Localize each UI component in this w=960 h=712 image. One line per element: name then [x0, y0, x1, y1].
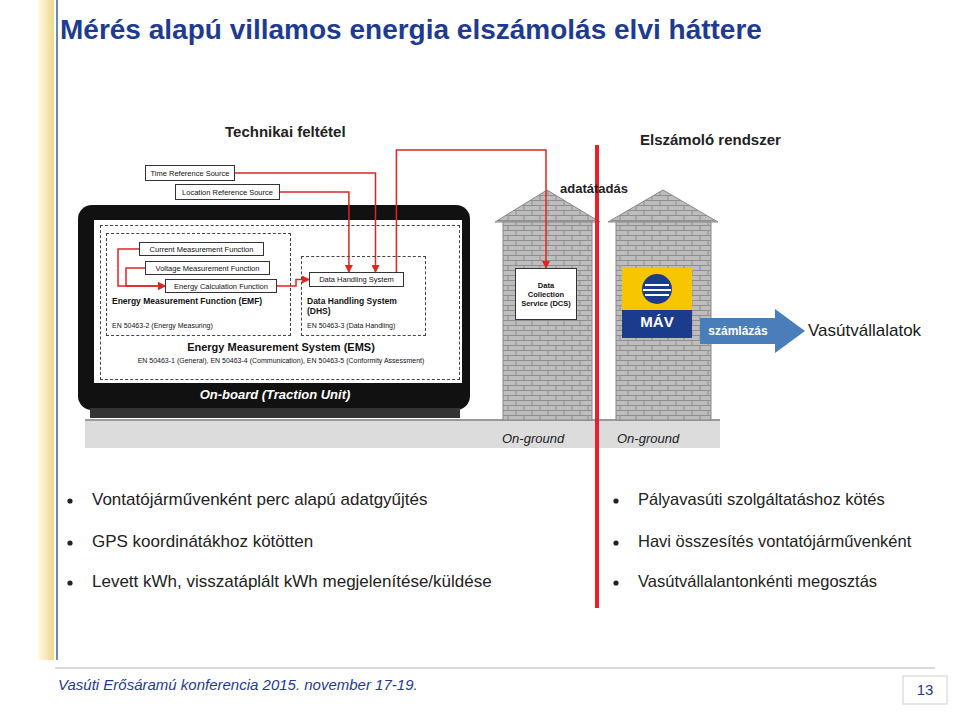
node-label: Data Collection Service (DCS)	[519, 281, 573, 308]
bullet-text: Levett kWh, visszatáplált kWh megjelenít…	[92, 572, 492, 592]
slide-title: Mérés alapú villamos energia elszámolás …	[60, 12, 762, 47]
reference-box: Time Reference Source	[145, 165, 235, 181]
function-box: Energy Calculation Function	[165, 279, 277, 293]
logo-bottom	[622, 310, 692, 338]
logo-top	[622, 268, 692, 310]
node-note: EN 50463-3 (Data Handling)	[307, 322, 422, 330]
node-label: Location Reference Source	[182, 188, 273, 197]
house-wall	[616, 222, 711, 420]
node-label: Voltage Measurement Function	[156, 264, 260, 273]
bullet-text: Pályavasúti szolgáltatáshoz kötés	[638, 490, 885, 510]
page-number-frame	[903, 676, 947, 704]
bullet-text: Vasútvállalantonkénti megosztás	[638, 572, 877, 592]
node-note: EN 50463-1 (General), EN 50463-4 (Commun…	[105, 357, 457, 365]
bullet-text: GPS koordinátákhoz kötötten	[92, 532, 313, 552]
side-line	[56, 0, 58, 660]
page-number: 13	[903, 681, 947, 699]
function-box: Data Handling System	[309, 272, 404, 287]
edge-label: számlázás	[708, 324, 767, 338]
function-box: Voltage Measurement Function	[145, 261, 270, 275]
node-label: Vasútvállalatok	[808, 321, 921, 341]
node-heading: Energy Measurement System (EMS)	[111, 341, 451, 354]
section-heading: Elszámoló rendszer	[640, 131, 781, 149]
node-label: Time Reference Source	[151, 169, 230, 178]
node-heading: On-ground	[617, 431, 707, 447]
undercarriage	[90, 408, 460, 418]
house-wall	[503, 222, 592, 420]
ground-house: On-ground Data Collection Service (DCS)	[500, 200, 595, 450]
function-box: Current Measurement Function	[139, 242, 264, 256]
footer-text: Vasúti Erősáramú konferencia 2015. novem…	[58, 676, 418, 694]
data-connector	[277, 280, 309, 287]
billing-arrow	[700, 318, 776, 344]
node-label: Current Measurement Function	[150, 245, 254, 254]
logo-lines	[643, 285, 671, 295]
node-heading: Data Handling System (DHS)	[307, 296, 422, 316]
function-region: Energy Measurement Function (EMF) EN 5046…	[106, 233, 291, 336]
train-body	[78, 205, 470, 410]
node-heading: MÁV	[622, 313, 692, 331]
section-heading: Technikai feltétel	[225, 123, 346, 141]
footer-line	[55, 668, 935, 669]
train-screen	[94, 220, 462, 383]
bullet-text: Havi összesítés vontatójárművenként	[638, 532, 911, 552]
separator-line	[595, 145, 599, 608]
service-box: Data Collection Service (DCS)	[515, 268, 577, 320]
side-stripe	[38, 0, 54, 660]
company-logo: MÁV	[622, 268, 692, 338]
ground-band	[85, 420, 720, 448]
bullet-text: Vontatójárművenként perc alapú adatgyűjt…	[92, 490, 428, 510]
target-text: Vasútvállalatok	[808, 318, 948, 344]
logo-emblem	[642, 274, 672, 304]
node-label: Data Handling System	[319, 275, 394, 284]
node-heading: On-ground	[502, 431, 592, 447]
node-heading: On-board (Traction Unit)	[160, 387, 390, 403]
node-note: EN 50463-2 (Energy Measuring)	[112, 322, 287, 330]
traction-unit: On-board (Traction Unit) Energy Measureme…	[78, 205, 470, 410]
node-heading: Energy Measurement Function (EMF)	[112, 296, 287, 306]
ground-house: On-ground MÁV	[613, 200, 713, 450]
function-region: Data Handling System (DHS) EN 50463-3 (Da…	[301, 256, 426, 336]
node-label: Energy Calculation Function	[174, 282, 268, 291]
flow-label: adatátadás	[560, 181, 628, 197]
system-region: Energy Measurement System (EMS) EN 50463-…	[100, 225, 460, 380]
reference-box: Location Reference Source	[175, 184, 280, 200]
data-connector	[396, 150, 546, 272]
